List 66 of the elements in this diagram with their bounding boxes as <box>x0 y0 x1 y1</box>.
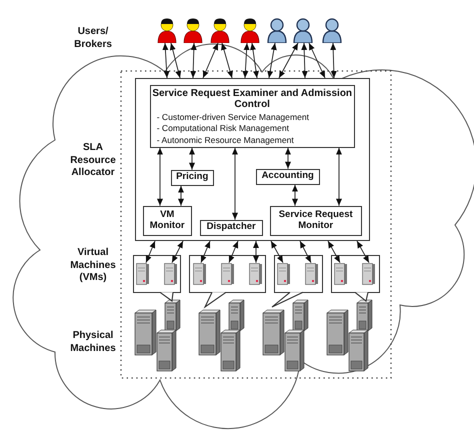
arrow <box>172 240 184 264</box>
arrow <box>330 42 337 78</box>
arrow <box>221 42 233 78</box>
box-title: VM Monitor <box>148 210 186 232</box>
process-box <box>270 206 362 236</box>
arrow <box>232 147 238 220</box>
arrow <box>190 42 197 78</box>
server-icon <box>192 262 207 285</box>
vm-group-box <box>331 255 380 293</box>
arrow <box>162 42 170 78</box>
side-label: Users/ Brokers <box>73 26 113 51</box>
arrow <box>300 240 312 264</box>
arrow <box>200 240 210 264</box>
process-box <box>142 206 192 236</box>
user-icon <box>210 17 230 43</box>
process-box <box>170 170 214 186</box>
user-icon <box>267 17 287 43</box>
user-icon <box>293 17 313 43</box>
arrow <box>242 42 250 78</box>
arrow <box>170 42 182 78</box>
arrow <box>356 240 370 264</box>
server-icon <box>136 262 150 285</box>
server-icon <box>164 262 178 285</box>
box-title: Service Request Monitor <box>278 210 354 232</box>
arrow <box>285 147 291 170</box>
side-label: Physical Machines <box>69 330 117 355</box>
server-icon <box>248 262 263 285</box>
arrow <box>202 42 218 78</box>
server-icon <box>362 262 376 285</box>
box-title: Pricing <box>175 172 210 184</box>
box-title: Service Request Examiner and Admission Control <box>151 88 354 111</box>
arrow <box>267 42 277 78</box>
arrow <box>308 42 326 78</box>
bullet-item: - Computational Risk Management <box>156 123 290 135</box>
arrow <box>301 42 308 78</box>
arrow <box>328 240 340 264</box>
process-box <box>200 220 263 236</box>
arrow <box>146 240 156 264</box>
allocator-panel <box>135 78 370 241</box>
process-box <box>150 84 355 148</box>
arrow <box>270 240 284 264</box>
server-icon <box>304 262 319 285</box>
vm-group-box <box>133 255 181 293</box>
server-icon <box>220 262 235 285</box>
user-icon <box>157 17 177 43</box>
arrow <box>178 185 184 206</box>
user-icon <box>240 17 260 43</box>
server-icon <box>334 262 348 285</box>
arrow <box>189 147 195 170</box>
bullet-item: - Autonomic Resource Management <box>156 134 295 146</box>
arrow <box>253 240 259 264</box>
side-label: Virtual Machines (VMs) <box>69 247 117 284</box>
arrow <box>278 42 298 78</box>
user-icon <box>322 17 342 43</box>
arrow <box>250 42 259 78</box>
bullet-item: - Customer-driven Service Management <box>156 112 310 124</box>
arrow <box>157 147 163 206</box>
arrow <box>228 240 238 264</box>
user-icon <box>183 17 203 43</box>
box-title: Accounting <box>260 171 315 182</box>
process-box <box>256 168 320 185</box>
arrow <box>292 184 298 206</box>
box-title: Dispatcher <box>206 222 257 234</box>
side-label: SLA Resource Allocator <box>69 142 117 180</box>
arrow <box>336 147 342 206</box>
server-icon <box>276 262 291 285</box>
